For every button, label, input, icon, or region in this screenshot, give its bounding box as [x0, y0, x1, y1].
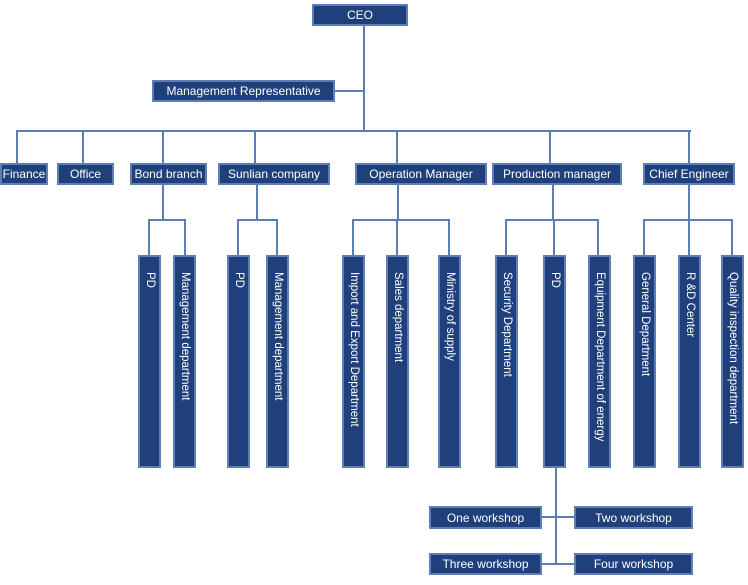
connector-production-trunk	[552, 185, 554, 221]
node-import-export-department-label: Import and Export Department	[348, 272, 360, 427]
connector-production-bar	[505, 219, 599, 221]
connector-stub-operation-manager	[396, 130, 398, 163]
connector-stub-rd-center	[688, 219, 690, 255]
node-chief-engineer-label: Chief Engineer	[649, 167, 729, 181]
node-office-label: Office	[69, 167, 102, 181]
node-sunlian-management-department-label: Management department	[272, 272, 284, 401]
node-workshop-two-label: Two workshop	[595, 510, 672, 525]
node-ministry-of-supply: Ministry of supply	[438, 255, 461, 468]
connector-stub-general	[643, 219, 645, 255]
connector-stub-bond-mgmt	[184, 219, 186, 255]
node-import-export-department: Import and Export Department	[342, 255, 365, 468]
node-equipment-department-of-energy: Equipment Department of energy	[588, 255, 611, 468]
node-rd-center: R &D Center	[678, 255, 701, 468]
node-workshop-one-label: One workshop	[446, 510, 525, 525]
connector-stub-sunlian-mgmt	[276, 219, 278, 255]
node-security-department: Security Department	[495, 255, 518, 468]
connector-operation-bar	[352, 219, 450, 221]
connector-stub-equipment	[597, 219, 599, 255]
connector-stub-office	[82, 130, 84, 163]
connector-stub-quality	[731, 219, 733, 255]
connector-stub-sunlian-pd	[237, 219, 239, 255]
node-ceo-label: CEO	[346, 8, 373, 22]
connector-sunlian-bar	[237, 219, 278, 221]
node-sunlian-company: Sunlian company	[218, 163, 330, 185]
node-management-representative-label: Management Representative	[166, 84, 321, 98]
node-ceo: CEO	[312, 4, 408, 26]
node-production-pd: PD	[543, 255, 566, 468]
connector-stub-production-pd	[553, 219, 555, 255]
connector-workshops-row2	[542, 563, 574, 565]
node-general-department: General Department	[633, 255, 656, 468]
node-workshop-three: Three workshop	[429, 553, 542, 575]
connector-stub-import-export	[352, 219, 354, 255]
node-bond-management-department-label: Management department	[179, 272, 191, 401]
node-ministry-of-supply-label: Ministry of supply	[444, 272, 456, 361]
node-finance-label: Finance	[2, 167, 46, 181]
node-quality-inspection-department: Quality inspection department	[721, 255, 744, 468]
node-sales-department: Sales department	[386, 255, 409, 468]
node-chief-engineer: Chief Engineer	[643, 163, 735, 185]
connector-stub-bond-pd	[148, 219, 150, 255]
node-office: Office	[57, 163, 114, 185]
node-finance: Finance	[0, 163, 48, 185]
node-bond-pd: PD	[138, 255, 161, 468]
node-sunlian-pd-label: PD	[233, 272, 245, 288]
connector-stub-security	[505, 219, 507, 255]
node-rd-center-label: R &D Center	[684, 272, 696, 338]
connector-stub-bond-branch	[162, 130, 164, 163]
node-operation-manager-label: Operation Manager	[369, 167, 473, 181]
connector-bond-bar	[148, 219, 186, 221]
node-sunlian-company-label: Sunlian company	[227, 167, 321, 181]
connector-management-representative	[335, 90, 365, 92]
node-quality-inspection-department-label: Quality inspection department	[727, 272, 739, 425]
node-sunlian-pd: PD	[227, 255, 250, 468]
connector-sunlian-trunk	[256, 185, 258, 221]
node-bond-pd-label: PD	[144, 272, 156, 288]
node-production-manager-label: Production manager	[502, 167, 612, 181]
connector-stub-sunlian	[254, 130, 256, 163]
node-security-department-label: Security Department	[501, 272, 513, 377]
node-sales-department-label: Sales department	[392, 272, 404, 363]
connector-ceo-trunk	[363, 26, 365, 130]
connector-level1-bar	[16, 130, 691, 132]
node-workshop-four: Four workshop	[574, 553, 693, 575]
node-workshop-two: Two workshop	[574, 506, 693, 529]
connector-workshops-row1	[542, 516, 574, 518]
node-operation-manager: Operation Manager	[355, 163, 487, 185]
node-production-manager: Production manager	[492, 163, 622, 185]
node-bond-management-department: Management department	[173, 255, 196, 468]
node-workshop-four-label: Four workshop	[593, 557, 674, 571]
connector-operation-trunk	[397, 185, 399, 221]
connector-stub-chief-engineer	[688, 130, 690, 163]
node-bond-branch: Bond branch	[130, 163, 207, 185]
node-production-pd-label: PD	[549, 272, 561, 288]
connector-chief-trunk	[688, 185, 690, 221]
node-workshop-one: One workshop	[429, 506, 542, 529]
node-bond-branch-label: Bond branch	[134, 167, 203, 181]
connector-stub-ministry	[448, 219, 450, 255]
node-general-department-label: General Department	[639, 272, 651, 377]
node-workshop-three-label: Three workshop	[442, 557, 529, 571]
node-sunlian-management-department: Management department	[266, 255, 289, 468]
connector-stub-production-manager	[549, 130, 551, 163]
node-management-representative: Management Representative	[152, 80, 335, 102]
connector-stub-finance	[16, 130, 18, 163]
node-equipment-department-of-energy-label: Equipment Department of energy	[594, 272, 606, 442]
connector-stub-sales	[396, 219, 398, 255]
connector-bond-trunk	[162, 185, 164, 221]
